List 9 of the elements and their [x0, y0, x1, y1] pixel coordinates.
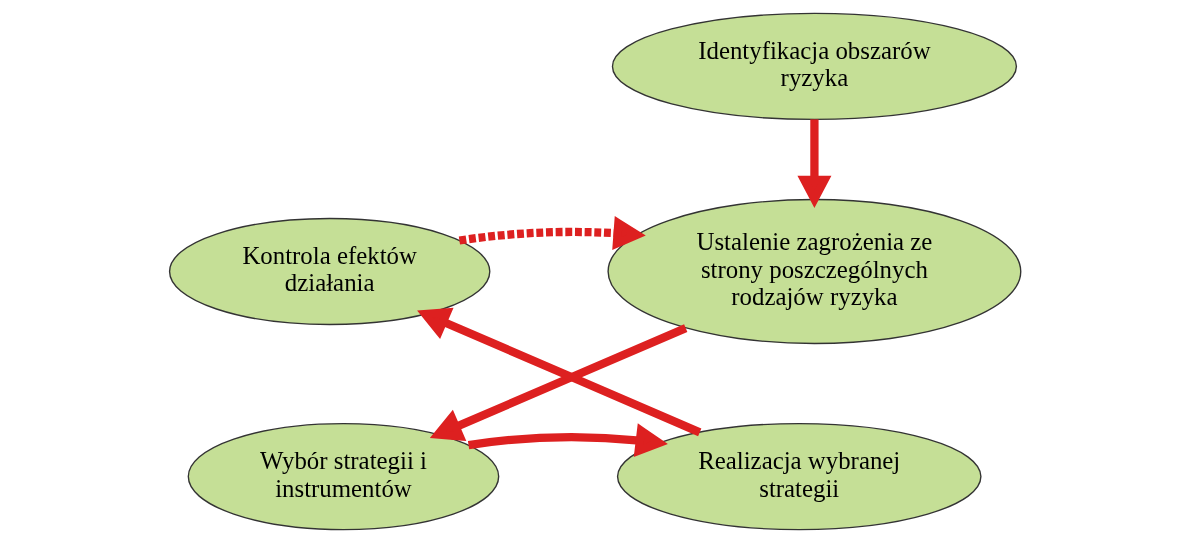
arrow: [429, 324, 688, 441]
arrow: [797, 119, 832, 209]
arrow: [458, 216, 646, 250]
arrow: [417, 307, 702, 437]
node-ellipse: Ustalenie zagrożenia ze strony poszczególnych rodzajów ryzyka: [607, 198, 1022, 345]
node-ellipse: Wybór strategii i instrumentów: [187, 422, 500, 531]
node-ellipse: Kontrola efektów działania: [168, 217, 491, 326]
node-ellipse: Identyfikacja obszarów ryzyka: [611, 12, 1018, 121]
arrow: [467, 423, 668, 458]
